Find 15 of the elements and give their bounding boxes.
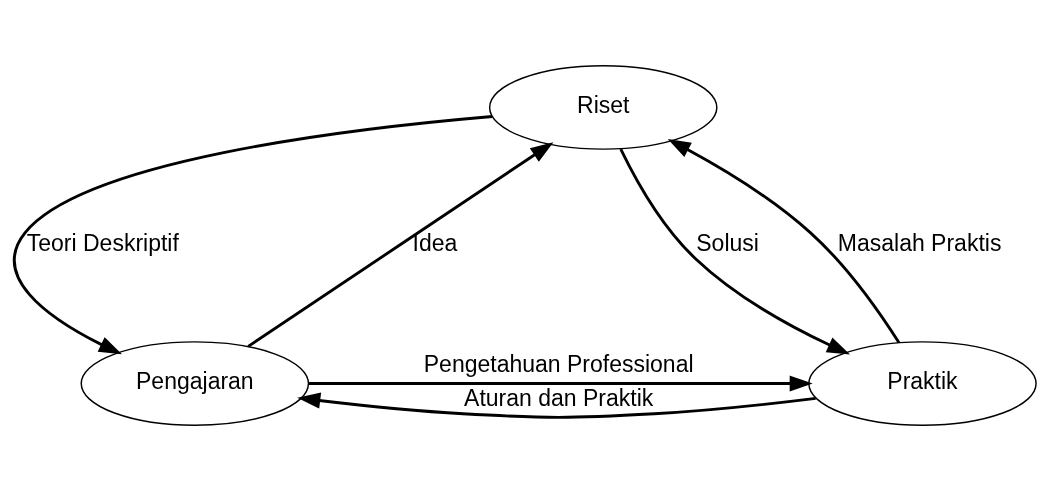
node-ellipse: Riset	[488, 64, 718, 150]
arrow	[13, 114, 493, 354]
node-ellipse: Pengajaran	[80, 340, 310, 426]
arrow	[308, 375, 813, 392]
edge-label: Teori Deskriptif	[26, 229, 179, 256]
edge-label: Idea	[412, 229, 458, 256]
edge-label: Pengetahuan Professional	[423, 350, 694, 377]
arrow	[297, 392, 816, 419]
arrow	[247, 141, 554, 348]
node-ellipse: Praktik	[808, 340, 1037, 426]
edge-label: Masalah Praktis	[837, 229, 1002, 256]
edge-label: Aturan dan Praktik	[464, 384, 654, 411]
arrow	[667, 138, 901, 343]
arrow	[619, 147, 851, 354]
edge-label: Solusi	[696, 229, 759, 256]
